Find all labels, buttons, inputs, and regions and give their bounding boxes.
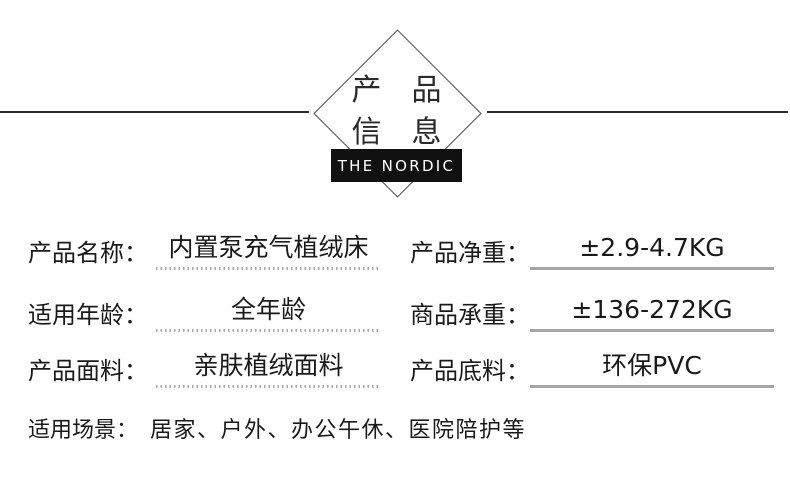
spec-label-product-name: 产品名称： [28, 239, 148, 267]
spec-label-fabric: 产品面料： [28, 357, 148, 385]
spec-value-age-range: 全年龄 [156, 296, 381, 332]
spec-row-scenes: 适用场景： 居家、户外、办公午休、医院陪护等 [28, 416, 526, 446]
brand-badge: THE NORDIC [331, 149, 462, 182]
spec-row-fabric: 产品面料： 亲肤植绒面料 [28, 352, 381, 392]
spec-value-bottom-material: 环保PVC [530, 352, 774, 388]
spec-label-bottom-material: 产品底料： [410, 357, 530, 385]
divider-line-left [0, 111, 309, 113]
spec-label-scenes: 适用场景： [28, 418, 139, 443]
spec-value-fabric: 亲肤植绒面料 [156, 352, 381, 388]
spec-label-load-capacity: 商品承重： [410, 301, 530, 329]
spec-row-load-capacity: 商品承重： ±136-272KG [410, 296, 774, 336]
spec-value-net-weight: ±2.9-4.7KG [530, 234, 774, 270]
spec-value-scenes: 居家、户外、办公午休、医院陪护等 [150, 418, 527, 443]
spec-row-age-range: 适用年龄： 全年龄 [28, 296, 381, 336]
diamond-title-line1: 产 品 [351, 73, 442, 108]
divider-line-right [487, 111, 788, 113]
spec-value-load-capacity: ±136-272KG [530, 296, 774, 332]
spec-row-net-weight: 产品净重： ±2.9-4.7KG [410, 234, 774, 274]
brand-name: THE NORDIC [337, 156, 456, 175]
diamond-title-line2: 信 息 [351, 115, 442, 150]
spec-row-bottom-material: 产品底料： 环保PVC [410, 352, 774, 392]
spec-label-net-weight: 产品净重： [410, 239, 530, 267]
diamond-title: 产 品 信 息 [276, 70, 517, 154]
spec-value-product-name: 内置泵充气植绒床 [156, 234, 381, 270]
spec-label-age-range: 适用年龄： [28, 301, 148, 329]
spec-row-product-name: 产品名称： 内置泵充气植绒床 [28, 234, 381, 274]
